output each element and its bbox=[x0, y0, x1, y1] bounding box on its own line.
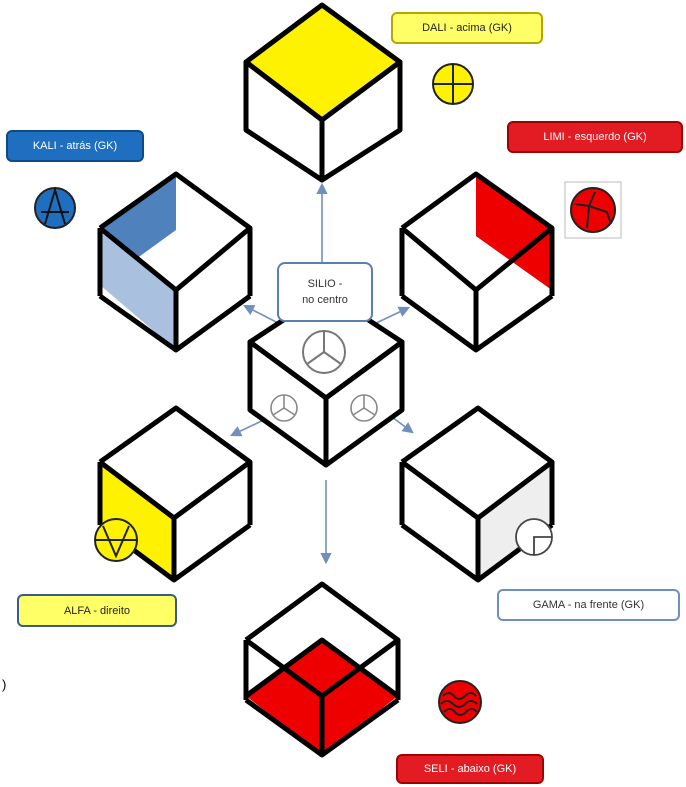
label-seli: SELI - abaixo (GK) bbox=[396, 754, 544, 784]
label-kali: KALI - atrás (GK) bbox=[6, 130, 144, 162]
circle-v-icon bbox=[94, 518, 138, 562]
circle-tri-icon-small-right bbox=[350, 394, 378, 422]
cube-upper-left-kali bbox=[97, 171, 253, 353]
label-dali: DALI - acima (GK) bbox=[391, 12, 543, 44]
circle-cross-icon bbox=[432, 63, 474, 105]
circle-a-icon bbox=[34, 186, 76, 229]
label-silio-line2: no centro bbox=[302, 294, 348, 306]
circle-waves-icon bbox=[438, 680, 482, 724]
circle-tri-icon-small-left bbox=[270, 394, 298, 422]
circle-tri-icon bbox=[302, 330, 346, 374]
label-alfa: ALFA - direito bbox=[17, 594, 177, 627]
circle-corner-icon bbox=[515, 518, 553, 556]
cube-bottom-seli bbox=[243, 581, 401, 758]
cube-top-dali bbox=[243, 2, 403, 183]
cube-upper-right-limi bbox=[399, 171, 555, 353]
label-silio-line1: SILIO - bbox=[307, 278, 343, 290]
circle-branch-icon bbox=[564, 181, 622, 239]
stray-text: ) bbox=[2, 677, 7, 692]
label-silio: SILIO - no centro bbox=[277, 262, 373, 322]
label-limi: LIMI - esquerdo (GK) bbox=[507, 121, 683, 153]
cube-right-face bbox=[319, 59, 403, 183]
label-gama: GAMA - na frente (GK) bbox=[497, 589, 680, 621]
